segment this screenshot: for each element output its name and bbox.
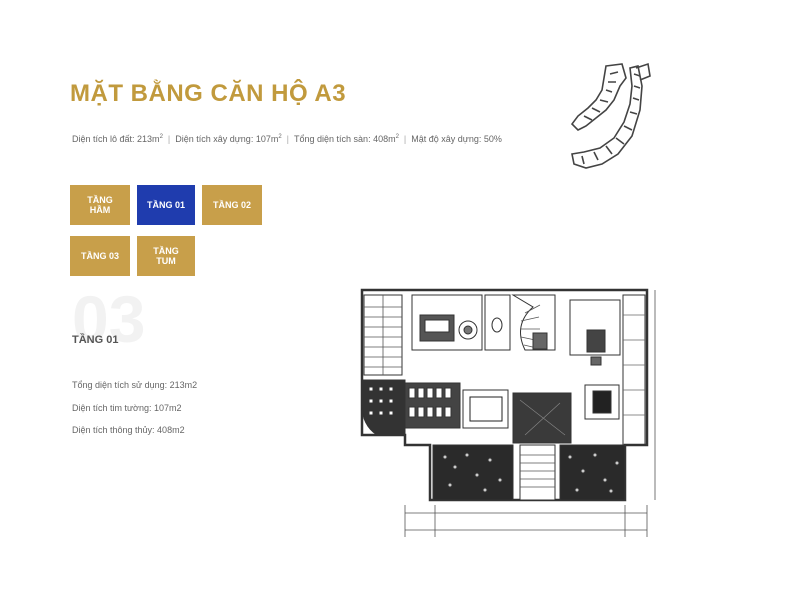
land-area-spec: Diện tích lô đất: 213m2 [72,134,163,144]
floor-area-spec: Tổng diện tích sàn: 408m2 [294,134,399,144]
floor-plan-drawing-icon [360,288,656,537]
tab-rooftop[interactable]: TẦNG TUM [137,236,195,276]
floor-watermark-number: 03 [72,282,146,356]
tab-floor-01[interactable]: TẦNG 01 [137,185,195,225]
build-area-spec: Diện tích xây dựng: 107m2 [175,134,282,144]
clear-area-info: Diện tích thông thủy: 408m2 [72,425,185,435]
wall-area-info: Diện tích tim tường: 107m2 [72,403,182,413]
apartment-specs: Diện tích lô đất: 213m2 | Diện tích xây … [72,134,502,144]
tab-floor-02[interactable]: TẦNG 02 [202,185,262,225]
spec-divider: | [167,134,171,144]
spec-divider: | [403,134,407,144]
spec-divider: | [286,134,290,144]
density-spec: Mật độ xây dựng: 50% [411,134,502,144]
tab-floor-03[interactable]: TẦNG 03 [70,236,130,276]
page-title: MẶT BẰNG CĂN HỘ A3 [70,80,347,107]
site-plan-thumbnail-icon[interactable] [562,56,652,186]
floor-heading: TẦNG 01 [72,334,119,346]
usage-area-info: Tổng diện tích sử dụng: 213m2 [72,380,198,390]
tab-basement[interactable]: TẦNG HẦM [70,185,130,225]
